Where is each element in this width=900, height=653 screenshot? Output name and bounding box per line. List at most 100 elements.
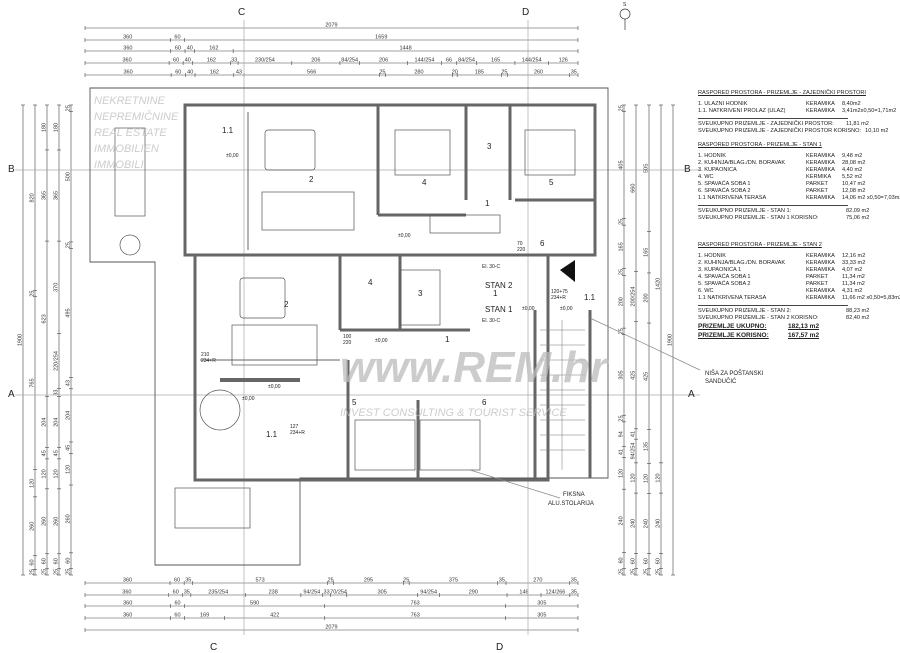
useful-total-row: SVEUKUPNO PRIZEMLJE - ZAJEDNIČKI PROSTOR… [698, 128, 900, 135]
dimension-value: 425 [631, 371, 637, 380]
dimension-value: 566 [307, 70, 316, 76]
room-area: 4,40 m2 [842, 167, 863, 173]
useful-total-label: SVEUKUPNO PRIZEMLJE - STAN 2 KORISNO: [698, 315, 819, 321]
door-label: 220 [343, 340, 352, 346]
dimension-value: 305 [537, 601, 546, 607]
room-area: 4,07 m2 [842, 267, 863, 273]
room-label: 1 [445, 335, 450, 344]
dimension-value: 200/254 [631, 287, 637, 307]
dimension-value: 40 [187, 46, 193, 52]
room-name: 1. ULAZNI HODNIK [698, 101, 748, 107]
dimension-value: 25 [631, 569, 637, 575]
total-row: SVEUKUPNO PRIZEMLJE - STAN 1:82,09 m2 [698, 208, 900, 215]
door-label: 234+R [551, 295, 566, 301]
dimension-value: 25 [379, 70, 385, 76]
section-marker-b-right: B [684, 164, 691, 175]
room-material: PARKET [806, 274, 828, 280]
dimension-value: 66 [446, 58, 452, 64]
note-glazing: ALU.STOLARIJA [548, 501, 594, 507]
dimension-value: 60 [644, 558, 650, 564]
dimension-value: 590 [250, 601, 259, 607]
total-value: 82,09 m2 [846, 208, 870, 214]
dimension-value: 25 [66, 105, 72, 111]
dimension-value: 25 [619, 269, 625, 275]
bed [394, 129, 451, 176]
total-row: SVEUKUPNO PRIZEMLJE - ZAJEDNIČKI PROSTOR… [698, 121, 900, 128]
north-arrow-icon [619, 8, 631, 30]
dimension-value: 360 [123, 46, 132, 52]
dimension-value: 405 [619, 160, 625, 169]
room-material: KERAMIKA [806, 167, 835, 173]
fire-door-label: El. 30-C [482, 318, 500, 324]
dimension-value: 94/254 [631, 443, 637, 460]
room-label: 1.1 [584, 293, 596, 302]
room-area: 11,34 m2 [842, 274, 865, 280]
dimension-value: 25 [619, 415, 625, 421]
unit-label-stan-1: STAN 1 [485, 305, 513, 314]
dimension-value: 33 [324, 590, 330, 596]
room-name: 3. KUPAONICA 1 [698, 267, 742, 273]
dimension-value: 120 [66, 465, 72, 474]
dimension-value: 425 [644, 372, 650, 381]
dimension-value: 60 [173, 590, 179, 596]
watermark-line: NEPREMIČNINE [94, 110, 179, 123]
table-title: RASPORED PROSTORA - PRIZEMLJE - STAN 2 [698, 242, 822, 248]
room-area: 9,48 m2 [842, 153, 863, 159]
dimension-value: 120 [631, 473, 637, 482]
door-label: 234+R [290, 430, 305, 436]
table-title: RASPORED PROSTORA - PRIZEMLJE - ZAJEDNIČ… [698, 90, 866, 96]
dimension-value: 60 [30, 559, 36, 565]
room-name: 1.1 NATKRIVENA TERASA [698, 295, 767, 301]
dimension-value: 365 [42, 191, 48, 200]
dimension-value: 35 [185, 578, 191, 584]
dimension-value: 360 [123, 578, 132, 584]
dimension-value: 146 [519, 590, 528, 596]
section-marker-d-top: D [522, 7, 529, 18]
room-label: 1.1 [266, 430, 278, 439]
dimension-value: 180 [54, 123, 60, 132]
dimension-value: 60 [175, 70, 181, 76]
dimension-value: 120 [619, 469, 625, 478]
dimension-value: 204 [66, 411, 72, 420]
dimension-value: 25 [619, 569, 625, 575]
summary-useful-label: PRIZEMLJE KORISNO: [698, 332, 769, 339]
dimension-value: 45 [54, 450, 60, 456]
dimension-value: 43 [66, 380, 72, 386]
room-name: 1.1 NATKRIVENA TERASA [698, 195, 767, 201]
dimension-value: 25 [66, 242, 72, 248]
dimension-value: 165 [491, 58, 500, 64]
area-table-stan-2: RASPORED PROSTORA - PRIZEMLJE - STAN 2 1.… [698, 242, 900, 322]
room-name: 1.1. NATKRIVENI PROLAZ (ULAZ) [698, 108, 786, 114]
room-area: 4,31 m2 [842, 288, 863, 294]
building-walls [183, 103, 597, 482]
room-material: KERAMIKA [806, 295, 835, 301]
room-area: 11,66 m2 x0,50=5,83m2 [842, 295, 900, 301]
dimension-value: 25 [619, 219, 625, 225]
useful-total-value: 82,40 m2 [846, 315, 870, 321]
dimension-value: 375 [449, 578, 458, 584]
dimension-value: 2079 [325, 23, 337, 29]
site-boundary [89, 87, 609, 566]
room-area: 33,33 m2 [842, 260, 866, 266]
sofa [261, 191, 355, 231]
dimension-value: 500 [66, 172, 72, 181]
divider [698, 118, 848, 119]
dimension-value: 365 [54, 191, 60, 200]
room-label: 1 [485, 199, 490, 208]
dimension-value: 165 [644, 248, 650, 257]
dimension-value: 60 [173, 58, 179, 64]
level-mark: ±0,00 [398, 233, 411, 239]
dimension-value: 25 [644, 569, 650, 575]
dimension-value: 60 [174, 35, 180, 41]
dimension-value: 43 [236, 70, 242, 76]
section-lines [15, 20, 700, 635]
room-label: 6 [482, 398, 487, 407]
room-name: 5. SPAVAĆA SOBA 1 [698, 181, 751, 187]
